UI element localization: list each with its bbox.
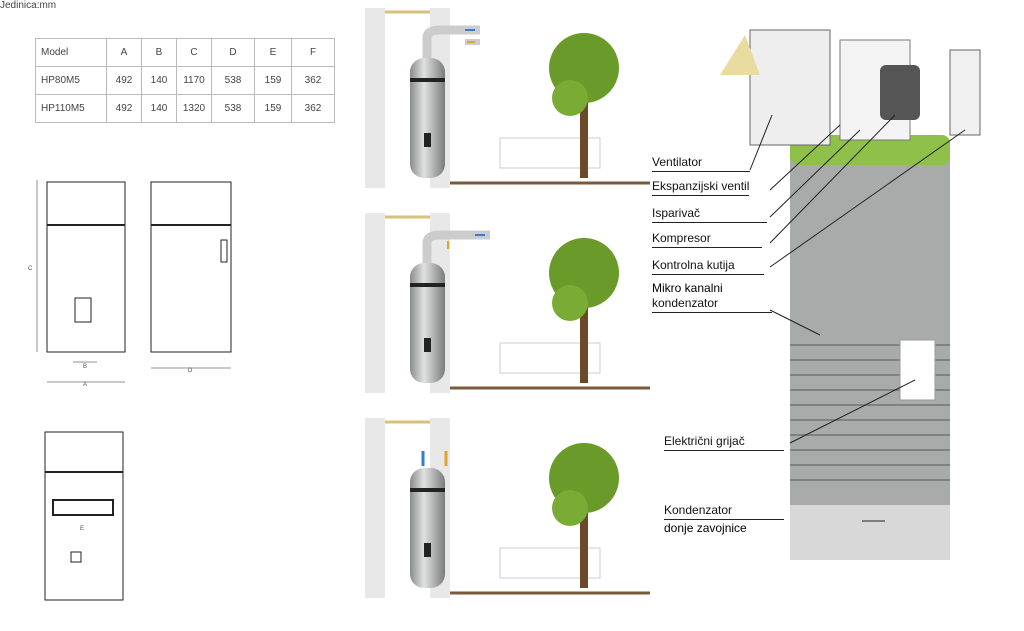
cell: 538 bbox=[211, 94, 255, 123]
cell: HP110M5 bbox=[35, 94, 107, 123]
side-view bbox=[150, 181, 232, 369]
unit-label: Jedinica:mm bbox=[0, 0, 57, 11]
scene-ducted-exhaust bbox=[363, 211, 652, 395]
dim-b: B bbox=[83, 364, 87, 370]
dim-c: C bbox=[28, 266, 33, 272]
cell: 362 bbox=[291, 66, 335, 95]
label-expansion-valve: Ekspanzijski ventil bbox=[652, 179, 750, 196]
unit-cutaway-diagram bbox=[720, 29, 981, 560]
compressor-part bbox=[880, 65, 920, 120]
scene-ducted-both bbox=[363, 8, 652, 190]
cell: 1170 bbox=[176, 66, 212, 95]
cell: 538 bbox=[211, 66, 255, 95]
label-electric-heater: Električni grijač bbox=[664, 434, 784, 451]
header-cell: F bbox=[291, 38, 335, 67]
header-cell: Model bbox=[35, 38, 107, 67]
header-cell: B bbox=[141, 38, 177, 67]
cell: 492 bbox=[106, 66, 142, 95]
label-compressor: Kompresor bbox=[652, 231, 762, 248]
installation-scenes bbox=[363, 8, 652, 600]
cell: 492 bbox=[106, 94, 142, 123]
dim-d: D bbox=[188, 368, 193, 374]
cell: 159 bbox=[254, 66, 292, 95]
label-coil-condenser-1: Kondenzator bbox=[664, 503, 784, 520]
scene-no-duct bbox=[363, 416, 652, 600]
label-ventilator: Ventilator bbox=[652, 155, 750, 172]
label-coil-condenser-2: donje zavojnice bbox=[664, 521, 747, 535]
bottom-view bbox=[44, 431, 124, 601]
cell: 1320 bbox=[176, 94, 212, 123]
label-micro-channel-2: kondenzator bbox=[652, 296, 772, 313]
fan-housing bbox=[749, 29, 831, 146]
technical-drawings: C B A D E bbox=[28, 180, 232, 601]
cell: 140 bbox=[141, 94, 177, 123]
dim-a: A bbox=[83, 382, 87, 388]
front-view bbox=[36, 180, 126, 383]
cell: 159 bbox=[254, 94, 292, 123]
header-cell: A bbox=[106, 38, 142, 67]
cell: 362 bbox=[291, 94, 335, 123]
header-cell: E bbox=[254, 38, 292, 67]
dim-e: E bbox=[80, 526, 84, 532]
header-cell: D bbox=[211, 38, 255, 67]
label-control-box: Kontrolna kutija bbox=[652, 258, 764, 275]
header-cell: C bbox=[176, 38, 212, 67]
label-micro-channel-1: Mikro kanalni bbox=[652, 281, 723, 295]
cell: 140 bbox=[141, 66, 177, 95]
label-evaporator: Isparivač bbox=[652, 206, 767, 223]
cell: HP80M5 bbox=[35, 66, 107, 95]
